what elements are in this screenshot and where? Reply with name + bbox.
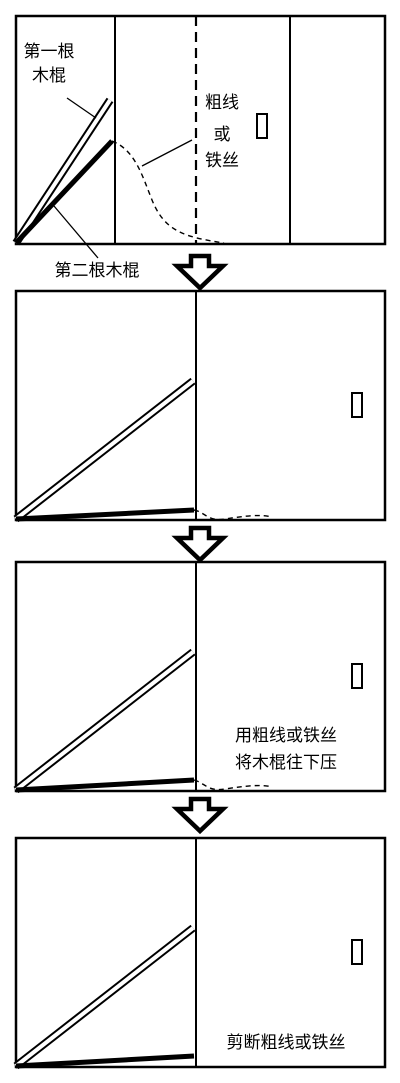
panel-step-3: 用粗线或铁丝 将木棍往下压 <box>13 560 387 794</box>
wire-dashed-curve <box>193 779 273 791</box>
down-arrow-icon <box>171 525 229 564</box>
second-stick <box>15 507 195 522</box>
wire-dashed-curve <box>193 509 273 521</box>
latch-icon <box>256 113 268 139</box>
latch-icon <box>351 392 363 418</box>
down-arrow-icon <box>171 253 229 292</box>
panel-frame <box>14 14 387 246</box>
panel-frame <box>14 289 387 522</box>
panel-step-2 <box>13 289 387 523</box>
label-step-3: 用粗线或铁丝 <box>235 726 337 746</box>
label-step-3: 将木棍往下压 <box>235 753 337 773</box>
panel-step-4: 剪断粗线或铁丝 <box>13 836 387 1070</box>
label-wire: 粗线 <box>205 93 239 113</box>
second-stick <box>15 777 195 793</box>
label-first-stick: 第一根 <box>24 42 75 62</box>
wire-dashed-curve <box>111 140 225 244</box>
leader-line <box>66 97 97 119</box>
leader-line <box>141 139 193 167</box>
down-arrow-icon <box>171 796 229 835</box>
label-wire: 铁丝 <box>205 151 239 171</box>
panel-frame <box>14 560 387 793</box>
panel-step-1: 第一根 木棍 粗线 或 铁丝 <box>12 14 387 259</box>
label-second-stick: 第二根木棍 <box>55 261 140 281</box>
label-first-stick: 木棍 <box>32 66 66 86</box>
second-stick <box>15 1053 195 1069</box>
label-step-4: 剪断粗线或铁丝 <box>227 1033 346 1053</box>
latch-icon <box>351 939 363 965</box>
panel-frame <box>14 836 387 1069</box>
leader-line <box>53 205 99 259</box>
second-stick <box>14 139 114 245</box>
latch-icon <box>351 663 363 689</box>
label-wire: 或 <box>214 125 231 145</box>
